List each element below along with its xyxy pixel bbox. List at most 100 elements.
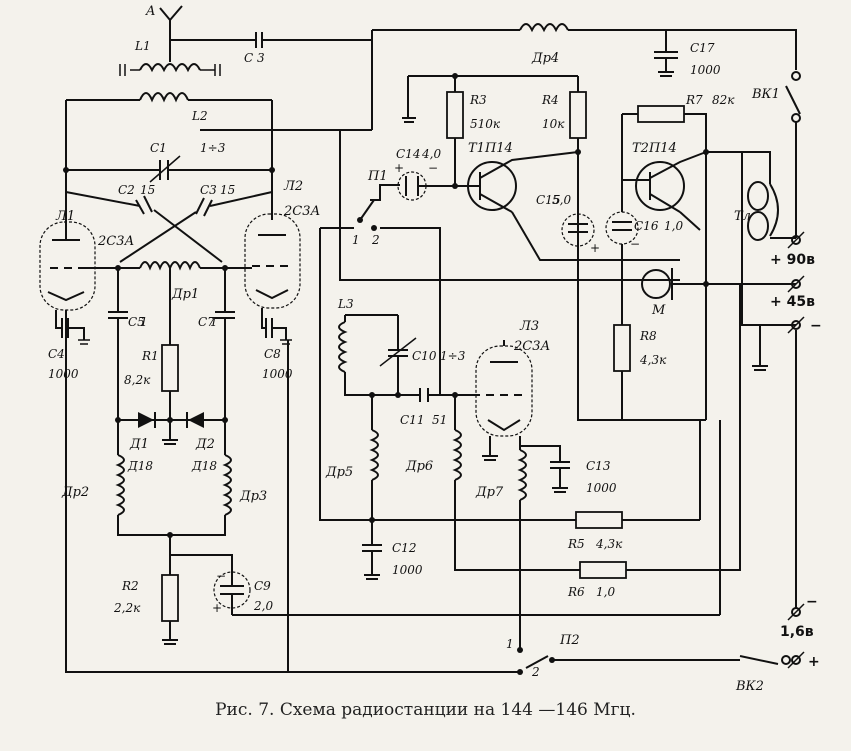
svg-text:1,0: 1,0 — [664, 219, 683, 233]
svg-text:1000: 1000 — [48, 367, 79, 381]
svg-text:R3: R3 — [469, 93, 487, 107]
capacitor-c3-top: C 3 — [244, 32, 372, 65]
resistor-r1: R1 8,2к — [124, 344, 179, 392]
capacitor-c17: C17 1000 — [654, 30, 721, 77]
coil-l3: L3 — [337, 297, 354, 373]
svg-text:+ 45в: + 45в — [770, 294, 815, 310]
switch-vk2[interactable]: ВК2 — [735, 655, 791, 694]
svg-text:−: − — [428, 161, 438, 175]
svg-text:4,0: 4,0 — [421, 147, 441, 161]
svg-text:П1: П1 — [367, 169, 388, 184]
switch-p1: П1 1 2 — [352, 169, 388, 247]
svg-text:R4: R4 — [541, 93, 559, 107]
capacitor-c7: C7 1 — [198, 268, 235, 420]
wire — [626, 284, 741, 571]
terminal-16v: − 1,6в — [780, 594, 818, 640]
svg-text:R1: R1 — [141, 349, 159, 363]
svg-text:C15: C15 — [536, 193, 560, 207]
capacitor-c10: C10 1÷3 — [379, 315, 466, 395]
svg-text:5,0: 5,0 — [552, 193, 571, 207]
svg-text:Л2: Л2 — [283, 179, 303, 194]
svg-text:C8: C8 — [264, 347, 281, 361]
svg-text:510к: 510к — [470, 117, 501, 131]
svg-text:2: 2 — [371, 233, 380, 247]
antenna: A — [145, 4, 183, 52]
svg-text:Л1: Л1 — [55, 209, 75, 224]
svg-text:15: 15 — [140, 183, 155, 197]
wire — [117, 515, 226, 536]
wire — [344, 314, 420, 396]
svg-text:C11: C11 — [400, 413, 424, 427]
svg-text:Д1: Д1 — [129, 437, 149, 452]
wire — [65, 310, 520, 673]
svg-text:+: + — [590, 241, 600, 255]
svg-text:L3: L3 — [337, 297, 354, 311]
svg-text:R6: R6 — [567, 585, 585, 599]
switch-vk1[interactable]: ВК1 — [751, 71, 801, 123]
svg-text:1: 1 — [140, 315, 148, 329]
wire — [520, 445, 561, 462]
svg-text:Др1: Др1 — [171, 287, 199, 302]
svg-text:1,0: 1,0 — [596, 585, 615, 599]
capacitor-c5: C5 1 — [108, 268, 148, 420]
svg-text:1,6в: 1,6в — [780, 624, 814, 640]
ground — [752, 325, 768, 371]
svg-text:2: 2 — [531, 665, 540, 679]
terminal-90v: + 90в — [770, 231, 815, 268]
svg-text:L1: L1 — [134, 39, 151, 53]
svg-text:+: + — [808, 654, 820, 670]
svg-text:C 3: C 3 — [244, 51, 265, 65]
capacitor-c2: C2 15 — [65, 183, 223, 263]
svg-text:1÷3: 1÷3 — [200, 141, 226, 155]
svg-text:10к: 10к — [542, 117, 565, 131]
svg-text:Д2: Д2 — [195, 437, 215, 452]
switch-p2[interactable]: 1 2 П2 — [506, 633, 580, 679]
terminal-45v: + 45в — [770, 275, 815, 310]
svg-text:51: 51 — [432, 413, 447, 427]
svg-text:C17: C17 — [690, 41, 715, 55]
wire — [741, 152, 796, 326]
svg-text:A: A — [145, 4, 155, 19]
svg-text:R5: R5 — [567, 537, 585, 551]
choke-dr5: Др5 — [325, 395, 379, 481]
svg-text:C9: C9 — [254, 579, 271, 593]
svg-text:15: 15 — [220, 183, 235, 197]
svg-text:Др6: Др6 — [405, 459, 433, 474]
svg-text:C10: C10 — [412, 349, 437, 363]
svg-text:T2П14: T2П14 — [632, 141, 677, 156]
svg-text:+ 90в: + 90в — [770, 252, 815, 268]
svg-text:1000: 1000 — [586, 481, 617, 495]
svg-text:1000: 1000 — [392, 563, 423, 577]
svg-text:R8: R8 — [639, 329, 657, 343]
svg-text:C13: C13 — [586, 459, 611, 473]
svg-text:8,2к: 8,2к — [124, 373, 151, 387]
svg-text:C16: C16 — [634, 219, 659, 233]
terminal-minus: − — [787, 316, 822, 334]
coil-l1: L1 — [119, 39, 221, 76]
svg-text:−: − — [216, 569, 226, 583]
capacitor-c13: C13 1000 — [550, 459, 617, 495]
svg-text:ВК1: ВК1 — [751, 87, 780, 102]
svg-text:C12: C12 — [392, 541, 416, 555]
capacitor-c15: C15 5,0 + — [536, 193, 600, 255]
choke-dr3: Др3 — [222, 420, 267, 516]
capacitor-c4: C4 1000 — [48, 310, 90, 381]
lamp-l2: Л2 2С3А — [244, 179, 320, 309]
svg-text:C5: C5 — [128, 315, 145, 329]
ground — [482, 436, 498, 461]
svg-text:C4: C4 — [48, 347, 65, 361]
wire — [511, 211, 680, 261]
resistor-r3: R3 510к — [446, 91, 501, 139]
svg-text:1: 1 — [506, 637, 514, 651]
svg-text:4,3к: 4,3к — [639, 353, 667, 367]
svg-text:2,2к: 2,2к — [113, 601, 141, 615]
wire — [679, 211, 701, 231]
svg-text:Д18: Д18 — [127, 459, 153, 473]
svg-text:T1П14: T1П14 — [468, 141, 513, 156]
wire — [170, 554, 233, 575]
svg-text:C3: C3 — [200, 183, 217, 197]
capacitor-c3: C3 15 — [119, 183, 273, 263]
transistor-t1: T1П14 — [460, 141, 579, 213]
svg-text:ВК2: ВК2 — [735, 679, 764, 694]
